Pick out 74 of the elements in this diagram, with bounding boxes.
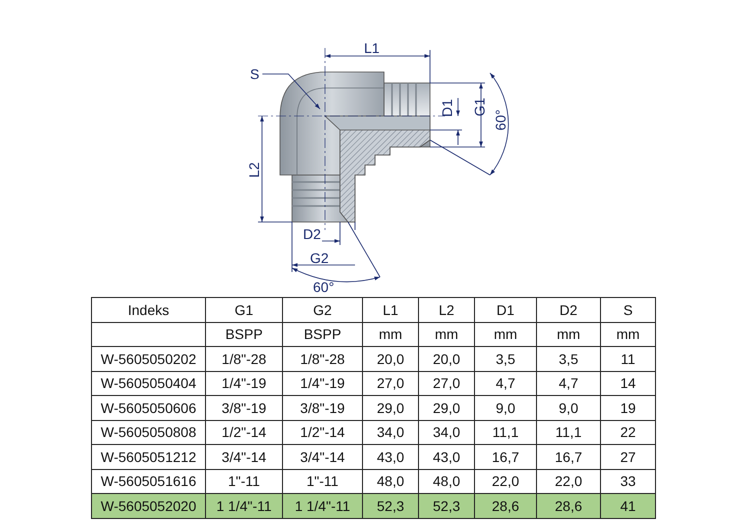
table-cell: 27,0 [418,371,474,396]
dimension-label: G1 [471,98,488,116]
table-cell: 4,7 [474,371,536,396]
table-cell: mm [474,322,536,346]
column-header: Indeks [92,298,206,322]
table-cell: W-5605050202 [92,346,206,371]
dimension-label: 60° [313,279,334,295]
table-cell: 16,7 [536,444,600,469]
table-cell: 1/4"-19 [206,371,282,396]
table-cell: 43,0 [362,444,418,469]
table-cell: 9,0 [474,396,536,420]
table-cell: mm [418,322,474,346]
table-cell: 11,1 [536,420,600,444]
dimension-label: D2 [303,226,321,242]
table-cell: 11,1 [474,420,536,444]
column-header: G1 [206,298,282,322]
table-cell: W-5605052020 [92,494,206,518]
table-cell: 27 [600,444,656,469]
table-cell: 19 [600,396,656,420]
dimension-label: L2 [246,162,262,178]
table-cell: 4,7 [536,371,600,396]
table-cell: 1/8"-28 [282,346,362,371]
table-cell: BSPP [282,322,362,346]
table-cell: W-5605050606 [92,396,206,420]
table-cell: 27,0 [362,371,418,396]
column-header: G2 [282,298,362,322]
table-cell: 11 [600,346,656,371]
column-header: L2 [418,298,474,322]
leader-line [262,74,320,110]
table-cell: 3/4"-14 [206,444,282,469]
table-cell: W-5605050808 [92,420,206,444]
table-cell: 1 1/4"-11 [282,494,362,518]
table-cell: mm [600,322,656,346]
column-header: D2 [536,298,600,322]
table-cell: 3,5 [536,346,600,371]
table-cell: W-5605050404 [92,371,206,396]
table-cell: mm [362,322,418,346]
table-cell: 34,0 [418,420,474,444]
table-cell: 28,6 [474,494,536,518]
table-cell: 1/8"-28 [206,346,282,371]
table-cell: 43,0 [418,444,474,469]
elbow-fitting-drawing [280,72,430,222]
dimension-label: 60° [492,109,509,131]
table-cell: 28,6 [536,494,600,518]
dimension-label: G2 [310,250,329,266]
table-cell: 3/8"-19 [206,396,282,420]
table-cell: 1 1/4"-11 [206,494,282,518]
column-header: D1 [474,298,536,322]
table-cell: BSPP [206,322,282,346]
table-cell: 20,0 [418,346,474,371]
dimension-label: S [250,66,260,82]
dimension-label: D1 [438,99,455,117]
table-cell: 14 [600,371,656,396]
table-cell: 20,0 [362,346,418,371]
column-header: L1 [362,298,418,322]
table-cell: 1/4"-19 [282,371,362,396]
table-cell: 1/2"-14 [282,420,362,444]
table-cell: W-5605051212 [92,444,206,469]
table-cell: 3,5 [474,346,536,371]
table-cell: 22 [600,420,656,444]
table-cell: 29,0 [362,396,418,420]
table-cell: 34,0 [362,420,418,444]
table-cell: 16,7 [474,444,536,469]
table-cell: 52,3 [362,494,418,518]
column-header: S [600,298,656,322]
table-cell: 3/4"-14 [282,444,362,469]
table-cell: 41 [600,494,656,518]
table-cell: 9,0 [536,396,600,420]
table-cell: 1/2"-14 [206,420,282,444]
table-cell: 52,3 [418,494,474,518]
table-cell: 29,0 [418,396,474,420]
dimension-label: L1 [364,40,380,56]
table-cell: 3/8"-19 [282,396,362,420]
table-cell: mm [536,322,600,346]
